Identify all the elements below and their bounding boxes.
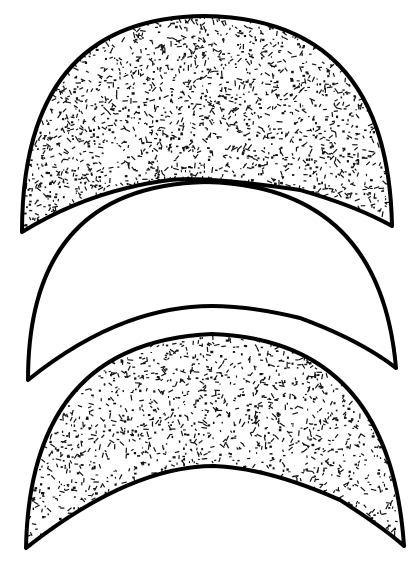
middle-crescent [28,182,396,380]
bottom-crescent [19,330,409,557]
